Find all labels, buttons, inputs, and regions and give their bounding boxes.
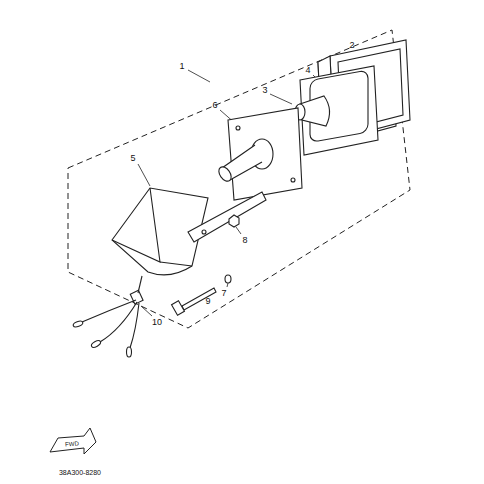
callout-number: 2 — [349, 41, 354, 50]
terminal — [72, 320, 83, 328]
gasket — [300, 66, 378, 155]
wire — [100, 302, 137, 342]
assembly-outline — [68, 30, 410, 328]
fwd-arrow — [50, 428, 96, 454]
wire — [82, 300, 136, 322]
housing-edge — [112, 188, 160, 262]
bracket-hole — [202, 230, 206, 234]
callout-number: 8 — [242, 236, 247, 245]
fwd-arrow-icon — [50, 428, 96, 454]
wire — [130, 303, 139, 348]
bolt-head — [172, 301, 185, 315]
assembly-bracket — [68, 30, 410, 328]
terminal — [90, 339, 101, 348]
callout-number: 7 — [221, 289, 226, 298]
callout-number: 10 — [152, 318, 162, 327]
drawing-code: 38A300-8280 — [59, 469, 101, 476]
washer — [225, 275, 231, 283]
nut — [229, 215, 239, 227]
bolt-shank — [182, 288, 216, 310]
leader-line — [227, 283, 228, 287]
plate — [228, 108, 302, 200]
callout-number: 1 — [179, 62, 184, 71]
terminal — [127, 347, 132, 357]
wire-bundle — [138, 276, 142, 293]
direction-mark: FWD — [65, 440, 79, 447]
leader-line — [236, 227, 241, 234]
screw-hole — [291, 178, 295, 182]
callout-number: 5 — [130, 154, 135, 163]
callout-number: 3 — [262, 86, 267, 95]
bulb — [295, 96, 330, 126]
housing-edge — [160, 262, 192, 266]
bolt-and-washer — [172, 275, 231, 315]
callout-number: 4 — [305, 66, 310, 75]
bracket-strip — [188, 192, 266, 242]
leader-line — [141, 306, 152, 316]
gasket-outer — [300, 66, 378, 155]
leader-line — [270, 94, 292, 104]
socket-end — [216, 165, 233, 184]
screw-hole — [236, 126, 240, 130]
housing — [112, 188, 266, 275]
leader-line — [138, 164, 150, 186]
wiring — [72, 276, 143, 357]
base-plate — [216, 108, 302, 200]
callout-number: 9 — [205, 297, 210, 306]
nut-hex — [229, 215, 239, 227]
leader-line — [188, 70, 210, 82]
callout-number: 6 — [212, 101, 217, 110]
